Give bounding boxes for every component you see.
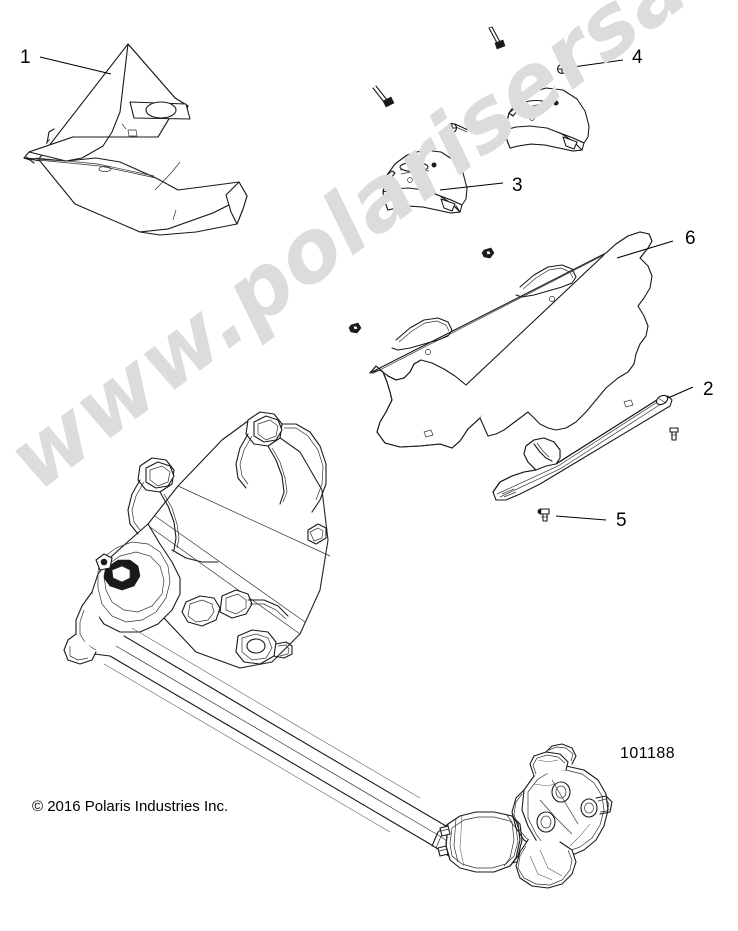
copyright-notice: © 2016 Polaris Industries Inc. — [32, 798, 229, 815]
fastener-screw-d — [556, 63, 579, 75]
fastener-nut-a — [481, 247, 495, 259]
callout-label-1: 1 — [20, 47, 31, 68]
fastener-screw-b — [372, 85, 395, 108]
part-3-heat-shield — [382, 149, 468, 214]
part-2-bracket — [492, 394, 673, 501]
part-6-muffler-shield — [369, 231, 653, 449]
exhaust-pipe — [103, 627, 523, 873]
leader-line-2 — [667, 386, 694, 399]
muffler-assembly — [63, 411, 331, 669]
part-1-heat-shield — [23, 43, 248, 236]
callout-label-2: 2 — [703, 379, 714, 400]
callout-label-5: 5 — [616, 510, 627, 531]
fastener-nut-c — [669, 427, 679, 441]
fastener-screw-a — [488, 26, 506, 50]
leader-line-5 — [555, 515, 607, 521]
callout-label-4: 4 — [632, 47, 643, 68]
leader-line-3 — [439, 182, 504, 191]
callout-label-3: 3 — [512, 175, 523, 196]
leader-line-6 — [616, 240, 674, 259]
leader-line-4 — [565, 59, 624, 69]
part-4-heat-shield — [504, 87, 590, 152]
fastener-bolt-e — [537, 508, 550, 522]
callout-label-6: 6 — [685, 228, 696, 249]
exhaust-flange — [511, 743, 613, 889]
part-number-label: 101188 — [620, 745, 676, 762]
fastener-screw-c — [446, 122, 469, 134]
leader-line-1 — [39, 56, 112, 75]
fastener-nut-b — [348, 322, 362, 334]
